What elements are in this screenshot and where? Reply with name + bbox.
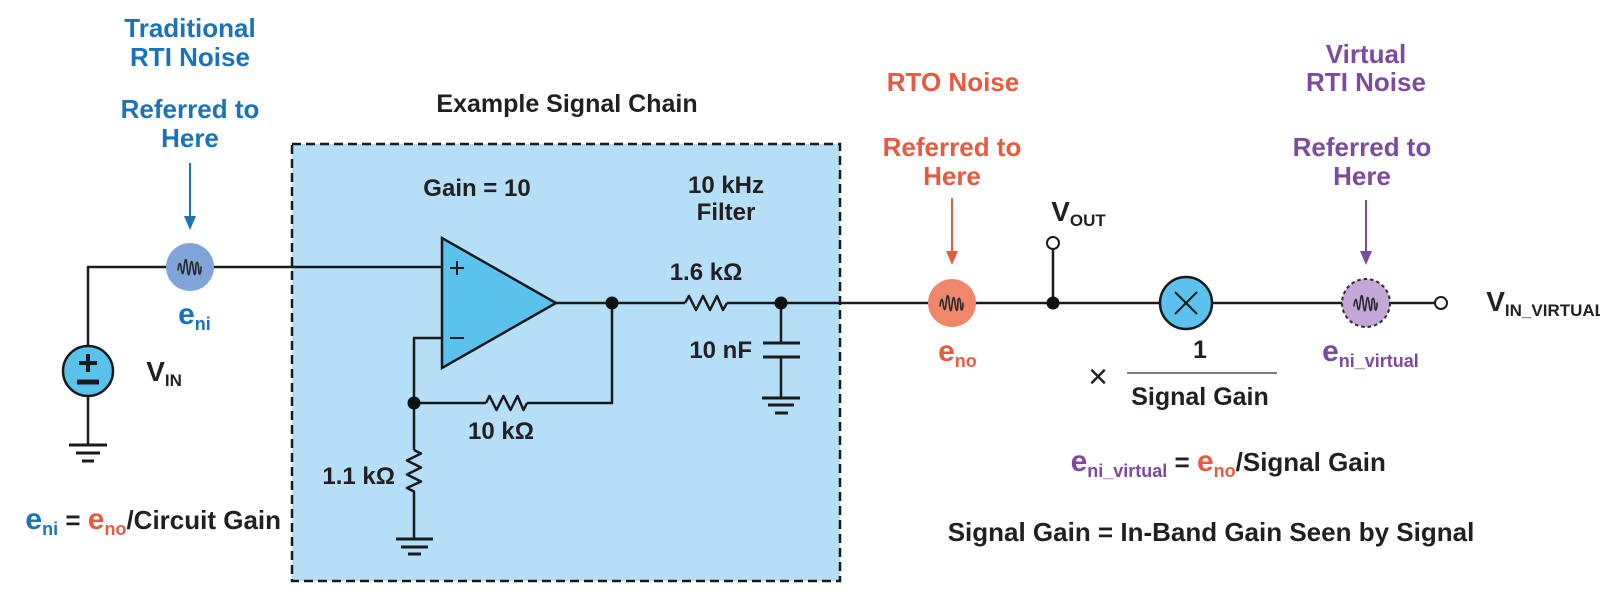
virtual-rti-referred-line1: Referred to <box>1293 132 1432 162</box>
equation-lhs: e <box>1071 445 1088 478</box>
opamp <box>440 235 559 371</box>
equation-rhs: e <box>1197 445 1214 478</box>
eni-subscript: ni <box>195 314 211 334</box>
rto-referred-line1: Referred to <box>883 132 1022 162</box>
traditional-rti-title-line2: RTI Noise <box>130 42 250 72</box>
eni-virtual-subscript: ni_virtual <box>1339 351 1419 371</box>
noise-waveform-icon <box>177 258 202 276</box>
eni-virtual-symbol: e <box>1322 335 1339 368</box>
junction-dot <box>774 296 788 310</box>
eno-label: eno <box>916 335 990 371</box>
equation-lhs-subscript: ni_virtual <box>1087 461 1167 481</box>
equation-equals: = <box>58 505 88 535</box>
vin-virtual-subscript: IN_VIRTUAL <box>1505 301 1600 320</box>
circuit-wires <box>86 249 1435 539</box>
junction-dot <box>1046 296 1060 310</box>
ground-resistor-value: 1.1 kΩ <box>322 463 395 490</box>
filter-resistor-value: 1.6 kΩ <box>670 259 743 286</box>
ground-icon <box>762 396 800 415</box>
equation-equals: = <box>1167 447 1197 477</box>
noise-waveform-icon <box>1353 294 1378 312</box>
vin-label: VIN <box>124 356 195 390</box>
signal-chain-box <box>290 142 842 583</box>
scaling-factor: × 1 Signal Gain <box>1088 336 1277 411</box>
resistor-1-6k-icon <box>683 294 729 312</box>
equation-rhs-subscript: no <box>104 519 126 539</box>
rto-title: RTO Noise <box>887 67 1019 97</box>
equation-divisor: /Signal Gain <box>1236 447 1386 477</box>
equation-divisor: /Circuit Gain <box>126 505 281 535</box>
signal-gain-multiplier <box>1158 275 1214 331</box>
vout-terminal <box>1046 236 1060 250</box>
feedback-wire-right <box>527 303 614 405</box>
arrow-down-icon <box>184 216 196 230</box>
eno-subscript: no <box>955 351 977 371</box>
vin-virtual-label: VIN_VIRTUAL <box>1464 286 1600 320</box>
eni-virtual-label: eni_virtual <box>1300 335 1432 371</box>
vin-symbol: V <box>146 356 165 387</box>
virtual-rti-equation: eni_virtual = eno/Signal Gain <box>1034 445 1407 481</box>
vin-subscript: IN <box>165 371 182 390</box>
eni-label: eni <box>156 298 224 334</box>
feedback-resistor-value: 10 kΩ <box>468 418 534 445</box>
noise-source-eni <box>166 243 214 291</box>
virtual-rti-callout: Virtual RTI Noise Referred to Here <box>1293 39 1432 265</box>
equation-lhs: e <box>25 503 42 536</box>
resistor-10k-icon <box>484 394 529 412</box>
traditional-rti-title-line1: Traditional <box>124 13 255 43</box>
plus-icon <box>79 354 97 372</box>
arrow-down-icon <box>1360 251 1372 265</box>
filter-label-line2: Filter <box>697 199 756 226</box>
vout-symbol: V <box>1051 196 1070 227</box>
times-symbol: × <box>1088 358 1108 396</box>
ground-icon <box>396 537 433 556</box>
rto-referred-line2: Here <box>923 161 981 191</box>
signal-chain-title: Example Signal Chain <box>436 90 697 118</box>
equation-rhs-subscript: no <box>1214 461 1236 481</box>
eni-symbol: e <box>178 298 195 331</box>
equation-lhs-subscript: ni <box>42 519 58 539</box>
opamp-icon <box>440 235 559 371</box>
filter-capacitor-value: 10 nF <box>689 337 752 364</box>
traditional-rti-callout: Traditional RTI Noise Referred to Here <box>121 13 260 230</box>
gain-label: Gain = 10 <box>423 175 530 202</box>
vin-voltage-source <box>61 344 115 398</box>
opamp-plus-sign-icon <box>450 261 464 275</box>
traditional-rti-equation: eni = eno/Circuit Gain <box>0 503 303 539</box>
ground-icon <box>69 443 107 463</box>
noise-source-eni-virtual <box>1341 278 1391 328</box>
vin-virtual-symbol: V <box>1486 286 1505 317</box>
vout-label: VOUT <box>1029 196 1119 230</box>
vin-virtual-terminal <box>1434 296 1448 310</box>
multiply-x-icon <box>1174 291 1198 315</box>
fraction-numerator: 1 <box>1193 336 1207 364</box>
arrow-down-icon <box>946 251 958 265</box>
traditional-rti-referred-line1: Referred to <box>121 94 260 124</box>
signal-gain-definition: Signal Gain = In-Band Gain Seen by Signa… <box>948 517 1475 547</box>
input-wire <box>86 265 442 346</box>
noise-waveform-icon <box>939 294 964 312</box>
vout-subscript: OUT <box>1070 211 1107 230</box>
virtual-rti-title-line2: RTI Noise <box>1306 67 1426 97</box>
eno-symbol: e <box>938 335 955 368</box>
virtual-rti-title-line1: Virtual <box>1326 39 1406 69</box>
junction-dot <box>407 396 421 410</box>
resistor-1-1k-icon <box>405 448 423 539</box>
traditional-rti-referred-line2: Here <box>161 123 219 153</box>
equation-rhs: e <box>88 503 105 536</box>
rto-callout: RTO Noise Referred to Here <box>883 67 1022 265</box>
junction-dot <box>605 296 619 310</box>
filter-label-line1: 10 kHz <box>688 172 764 199</box>
virtual-rti-referred-line2: Here <box>1333 161 1391 191</box>
inverting-input-wire <box>412 336 442 450</box>
fraction-denominator: Signal Gain <box>1131 383 1269 411</box>
noise-source-eno <box>928 279 976 327</box>
